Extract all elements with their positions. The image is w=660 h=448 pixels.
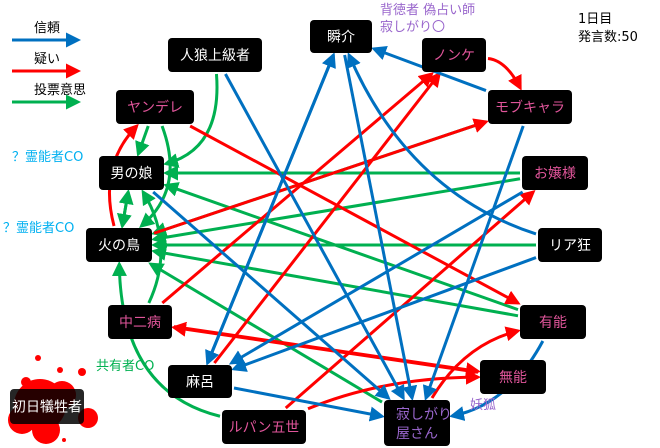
node-box: [384, 400, 450, 446]
node-nonke[interactable]: ノンケ: [422, 38, 486, 72]
legend-label-trust: 信頼: [34, 21, 60, 36]
edge-vote-sabishi-to-hinotori: [148, 262, 383, 404]
node-yandere[interactable]: ヤンデレ: [116, 90, 194, 124]
node-label: 中二病: [119, 315, 161, 331]
node-label: 男の娘: [111, 166, 153, 182]
node-mob[interactable]: モブキャラ: [488, 90, 572, 124]
edge-vote-ojou-to-hinotori: [151, 177, 521, 245]
node-box: [168, 365, 232, 398]
node-box: [10, 389, 84, 424]
edge-vote-yuno-to-otoko: [163, 182, 519, 312]
edges: [107, 45, 545, 422]
node-label: ノンケ: [433, 48, 475, 64]
edge-vote-yandere-to-otoko: [135, 125, 150, 157]
node-box: [310, 20, 372, 53]
edge-trust-mob-to-sabishi: [422, 125, 525, 401]
medium-co-label-otoko: ？霊能者CO: [12, 150, 84, 165]
node-sabishi[interactable]: 寂しがり屋さん: [384, 400, 452, 446]
node-box: [222, 410, 306, 444]
edge-trust-riakyo-to-maro: [231, 256, 537, 372]
node-otoko[interactable]: 男の娘: [99, 156, 164, 190]
day-label: 1日目: [578, 12, 613, 27]
edge-doubt-muno-to-chuni: [171, 321, 479, 374]
node-box: [86, 228, 152, 262]
node-label: リア狂: [549, 238, 591, 254]
fox-label: 妖狐: [470, 398, 497, 413]
node-box: [522, 156, 588, 190]
node-yuno[interactable]: 有能: [520, 305, 586, 339]
edge-vote-yuno-to-hinotori: [151, 245, 519, 318]
node-shunsuke[interactable]: 瞬介: [310, 20, 372, 53]
node-muno[interactable]: 無能: [480, 360, 546, 394]
node-lupin[interactable]: ルパン五世: [222, 410, 306, 444]
node-ojou[interactable]: お嬢様: [522, 156, 588, 190]
edge-trust-ojou-to-maro: [228, 190, 524, 365]
node-label: 無能: [499, 370, 527, 386]
node-label: 有能: [539, 315, 567, 331]
node-box: [422, 38, 486, 72]
node-label: ヤンデレ: [127, 99, 183, 116]
edge-vote-hinotori-to-otoko: [118, 189, 134, 227]
node-label: 火の鳥: [98, 238, 140, 254]
node-box: [538, 228, 602, 262]
node-chuni[interactable]: 中二病: [108, 305, 172, 339]
post-count: 発言数:50: [578, 30, 638, 45]
node-label: ルパン五世: [229, 420, 300, 436]
node-box: [108, 305, 172, 339]
node-label: 麻呂: [186, 375, 214, 391]
node-label: 寂しがり屋さん: [396, 407, 452, 442]
edge-trust-riakyo-to-shunsuke: [346, 52, 537, 236]
shunsuke-note-role: 背徳者 偽占い師: [380, 3, 476, 18]
node-label: 瞬介: [327, 30, 355, 46]
edge-doubt-nonke-to-mob: [487, 57, 522, 91]
legend-label-doubt: 疑い: [34, 51, 60, 67]
edge-trust-maro-to-sabishi: [233, 386, 385, 422]
edge-doubt-sabishi-to-yuno: [430, 326, 521, 399]
node-maro[interactable]: 麻呂: [168, 365, 232, 398]
edge-doubt-maro-to-nonke: [213, 71, 442, 364]
edge-trust-shunsuke-to-maro: [205, 54, 335, 366]
edge-vote-lupin-to-hinotori: [111, 261, 221, 418]
edge-trust-otoko-to-sabishi: [152, 190, 391, 400]
node-box: [99, 156, 164, 190]
node-box: [520, 305, 586, 339]
edge-doubt-chuni-to-nonke: [161, 72, 434, 305]
node-label: 初日犠牲者: [12, 399, 82, 416]
node-label: モブキャラ: [495, 99, 565, 116]
shunsuke-note-lonely: 寂しがり〇: [380, 20, 446, 35]
legend-label-vote: 投票意思: [34, 82, 86, 98]
node-hinotori[interactable]: 火の鳥: [86, 228, 152, 262]
node-box: [168, 38, 262, 72]
node-box: [116, 90, 194, 124]
node-box: [480, 360, 546, 394]
edge-doubt-hinotori-to-mob: [153, 118, 489, 235]
edge-doubt-yandere-to-yuno: [189, 124, 521, 305]
node-label: お嬢様: [534, 166, 576, 182]
node-riakyo[interactable]: リア狂: [538, 228, 602, 262]
node-label: 人狼上級者: [180, 48, 250, 64]
node-box: [488, 90, 572, 124]
mason-co-label: 共有者CO: [96, 359, 155, 374]
edge-trust-jinro-to-sabishi: [224, 73, 405, 401]
edge-doubt-lupin-to-ojou: [284, 190, 536, 410]
medium-co-label-hinotori: ？霊能者CO: [3, 221, 75, 236]
node-victim[interactable]: 初日犠牲者: [10, 389, 84, 424]
edge-trust-shunsuke-to-sabishi: [343, 54, 418, 401]
node-jinro[interactable]: 人狼上級者: [168, 38, 262, 72]
edge-vote-chuni-to-otoko: [141, 189, 163, 304]
